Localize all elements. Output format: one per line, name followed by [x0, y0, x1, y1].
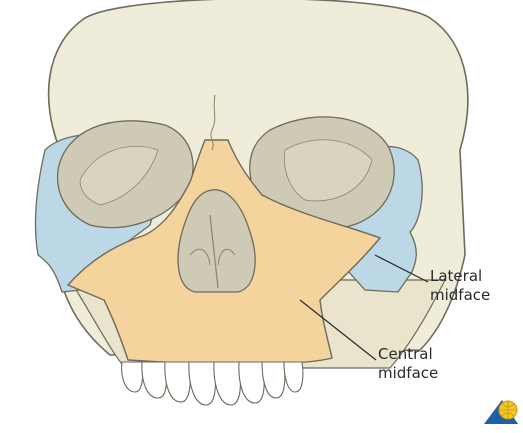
label-central-line1: Central	[378, 345, 438, 364]
label-central-midface: Central midface	[378, 345, 438, 383]
label-lateral-line2: midface	[430, 286, 490, 305]
label-lateral-line1: Lateral	[430, 267, 490, 286]
label-central-line2: midface	[378, 364, 438, 383]
label-lateral-midface: Lateral midface	[430, 267, 490, 305]
publisher-logo-icon	[482, 396, 520, 426]
teeth	[122, 362, 303, 405]
